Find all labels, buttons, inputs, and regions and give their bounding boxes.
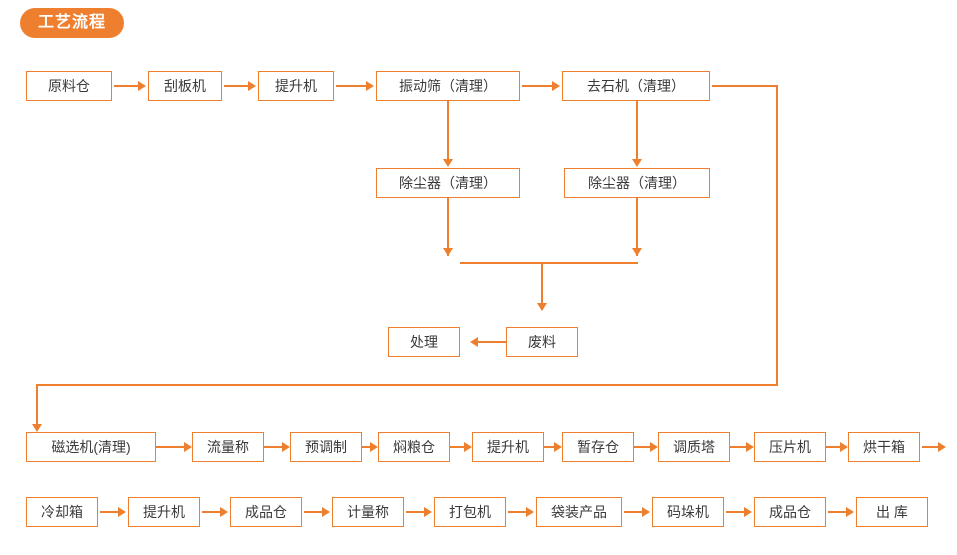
node-flaking-machine[interactable]: 压片机 <box>754 432 826 462</box>
connector-row1-3 <box>336 85 368 87</box>
connector-merge-down <box>541 262 543 310</box>
node-drying-box[interactable]: 烘干箱 <box>848 432 920 462</box>
connector-row5-8 <box>828 511 848 513</box>
arrowhead-row1-2 <box>248 81 256 91</box>
arrowhead-merge-down <box>537 303 547 311</box>
node-cooling-box[interactable]: 冷却箱 <box>26 497 98 527</box>
arrowhead-dust1-down <box>443 248 453 256</box>
connector-row4-tail <box>922 446 940 448</box>
arrowhead-row5-6 <box>642 507 650 517</box>
node-bagged-product[interactable]: 袋装产品 <box>536 497 622 527</box>
connector-row5-1 <box>100 511 120 513</box>
node-weighing-scale[interactable]: 计量称 <box>332 497 404 527</box>
arrowhead-row4-5 <box>554 442 562 452</box>
connector-row4-7 <box>730 446 746 448</box>
arrowhead-row4-8 <box>840 442 848 452</box>
node-elevator-1[interactable]: 提升机 <box>258 71 334 101</box>
arrowhead-row4-7 <box>746 442 754 452</box>
arrowhead-dust2-down <box>632 248 642 256</box>
connector-row5-3 <box>304 511 324 513</box>
node-warehouse-out[interactable]: 出 库 <box>856 497 928 527</box>
connector-row4-6 <box>634 446 650 448</box>
arrowhead-row4-6 <box>650 442 658 452</box>
node-finished-bin-1[interactable]: 成品仓 <box>230 497 302 527</box>
node-elevator-3[interactable]: 提升机 <box>128 497 200 527</box>
connector-row4-3 <box>362 446 370 448</box>
arrowhead-row4-2 <box>282 442 290 452</box>
arrowhead-to-row4 <box>32 424 42 432</box>
node-treatment[interactable]: 处理 <box>388 327 460 357</box>
connector-left-trunk-down <box>36 384 38 426</box>
connector-row4-1 <box>156 446 184 448</box>
connector-row4-5 <box>544 446 554 448</box>
arrowhead-dust2 <box>632 159 642 167</box>
arrowhead-row4-3 <box>370 442 378 452</box>
node-magnetic-separator[interactable]: 磁选机(清理) <box>26 432 156 462</box>
connector-row1-4 <box>522 85 554 87</box>
node-scraper[interactable]: 刮板机 <box>148 71 222 101</box>
page-title: 工艺流程 <box>20 8 125 38</box>
connector-row4-2 <box>264 446 282 448</box>
arrowhead-row5-5 <box>526 507 534 517</box>
arrowhead-row5-3 <box>322 507 330 517</box>
connector-row4-4 <box>450 446 464 448</box>
arrowhead-row1-1 <box>138 81 146 91</box>
arrowhead-row5-8 <box>846 507 854 517</box>
node-tempering-bin[interactable]: 焖粮仓 <box>378 432 450 462</box>
arrowhead-row5-7 <box>744 507 752 517</box>
node-dust-collector-1[interactable]: 除尘器（清理） <box>376 168 520 198</box>
node-flow-scale[interactable]: 流量称 <box>192 432 264 462</box>
connector-row5-4 <box>406 511 426 513</box>
connector-row1-2 <box>224 85 250 87</box>
node-dust-collector-2[interactable]: 除尘器（清理） <box>564 168 710 198</box>
arrowhead-row5-2 <box>220 507 228 517</box>
node-finished-bin-2[interactable]: 成品仓 <box>754 497 826 527</box>
connector-right-trunk-top <box>712 85 778 87</box>
connector-right-trunk-vert <box>776 85 778 385</box>
arrowhead-row4-tail <box>938 442 946 452</box>
node-temp-storage-bin[interactable]: 暂存仓 <box>562 432 634 462</box>
node-raw-material-bin[interactable]: 原料仓 <box>26 71 112 101</box>
arrowhead-row1-3 <box>366 81 374 91</box>
node-vibrating-screen[interactable]: 振动筛（清理） <box>376 71 520 101</box>
connector-row5-6 <box>624 511 644 513</box>
node-conditioning-tower[interactable]: 调质塔 <box>658 432 730 462</box>
node-waste[interactable]: 废料 <box>506 327 578 357</box>
connector-destoner-to-dust2 <box>636 101 638 161</box>
arrowhead-row5-1 <box>118 507 126 517</box>
arrowhead-dust1 <box>443 159 453 167</box>
node-packing-machine[interactable]: 打包机 <box>434 497 506 527</box>
connector-row5-2 <box>202 511 222 513</box>
arrowhead-row4-1 <box>184 442 192 452</box>
connector-dust1-down <box>447 198 449 256</box>
connector-row5-7 <box>726 511 746 513</box>
connector-dust2-down <box>636 198 638 256</box>
node-elevator-2[interactable]: 提升机 <box>472 432 544 462</box>
connector-screen-to-dust1 <box>447 101 449 161</box>
node-pre-conditioning[interactable]: 预调制 <box>290 432 362 462</box>
arrowhead-row5-4 <box>424 507 432 517</box>
connector-merge-bar <box>460 262 638 264</box>
connector-bottom-trunk <box>36 384 778 386</box>
connector-row4-8 <box>826 446 840 448</box>
node-destoner[interactable]: 去石机（清理） <box>562 71 710 101</box>
connector-waste-to-treatment <box>478 341 506 343</box>
node-palletizer[interactable]: 码垛机 <box>652 497 724 527</box>
arrowhead-treatment <box>470 337 478 347</box>
connector-row5-5 <box>508 511 528 513</box>
connector-row1-1 <box>114 85 140 87</box>
arrowhead-row4-4 <box>464 442 472 452</box>
arrowhead-row1-4 <box>552 81 560 91</box>
